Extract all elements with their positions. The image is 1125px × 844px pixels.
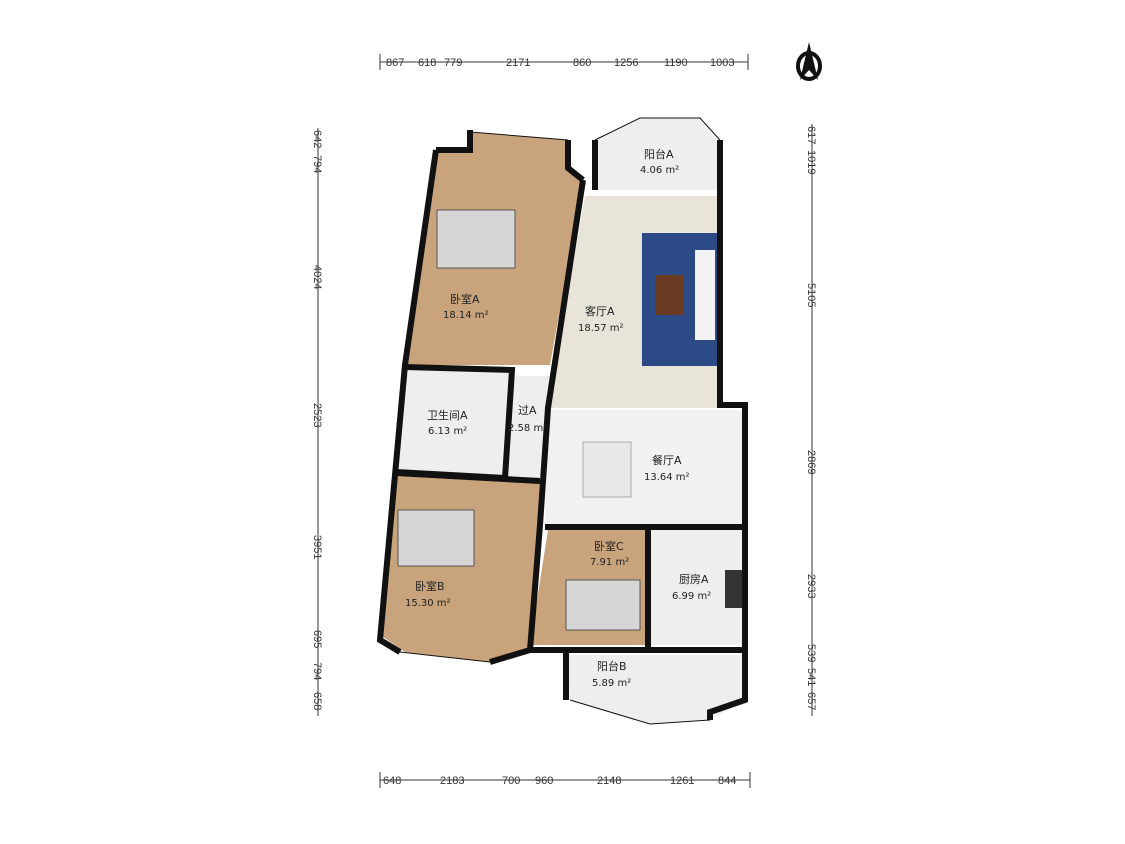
room-name: 阳台B [597, 659, 627, 673]
bottom-dimension-line: 648 2183 700 960 2148 1261 844 [379, 772, 751, 788]
top-dim: 867 [386, 57, 404, 69]
room-floor-balcony-a [595, 118, 720, 190]
room-name: 卧室C [594, 539, 624, 553]
bottom-dim: 960 [535, 775, 553, 787]
room-name: 卫生间A [427, 408, 468, 422]
room-name: 卧室A [450, 292, 480, 306]
bottom-dim: 2183 [440, 775, 464, 787]
top-dim: 860 [573, 57, 591, 69]
room-area: 6.13 m² [428, 426, 467, 437]
left-dim: 794 [311, 662, 323, 680]
bed [436, 209, 516, 269]
room-floor-bedroom-b [380, 475, 540, 662]
right-dim: 5105 [805, 283, 817, 307]
right-dim: 539 [805, 644, 817, 662]
room-name: 过A [518, 404, 537, 417]
left-dim: 642 [311, 130, 323, 148]
room-floor-corridor [507, 376, 550, 478]
room-floor-dining [545, 410, 745, 525]
room-area: 5.89 m² [592, 678, 631, 689]
bottom-dim: 648 [383, 775, 401, 787]
room-floor-bathroom [396, 370, 510, 475]
room-floor-balcony-b [566, 655, 745, 724]
walls [376, 117, 748, 725]
left-dim: 658 [311, 692, 323, 710]
room-name: 阳台A [644, 147, 674, 161]
left-dim: 2523 [311, 403, 323, 427]
stove [725, 570, 742, 608]
sofa [695, 250, 715, 340]
room-area: 6.99 m² [672, 591, 711, 602]
left-dim: 4024 [311, 265, 323, 289]
room-name: 客厅A [585, 304, 615, 318]
right-dimension-line: 617 1019 5105 2869 2933 539 541 657 [805, 124, 817, 716]
bottom-dim: 2148 [597, 775, 621, 787]
right-dim: 1019 [805, 150, 817, 174]
top-dim: 1003 [710, 57, 734, 69]
left-dimension-line: 642 794 4024 2523 3951 695 794 658 [311, 128, 323, 716]
top-dim: 1256 [614, 57, 638, 69]
room-area: 4.06 m² [640, 165, 679, 176]
room-area: 13.64 m² [644, 472, 690, 483]
right-dim: 541 [805, 668, 817, 686]
top-dimension-line: 867 618 779 2171 860 1256 1190 1003 [379, 54, 749, 70]
dining-table [582, 441, 632, 498]
room-name: 卧室B [415, 579, 445, 593]
room-area: 18.14 m² [443, 310, 489, 321]
left-dim: 794 [311, 155, 323, 173]
top-dim: 618 [418, 57, 436, 69]
bottom-dim: 700 [502, 775, 520, 787]
top-dim: 2171 [506, 57, 530, 69]
top-dim: 1190 [664, 57, 688, 69]
room-name: 餐厅A [652, 453, 682, 467]
north-arrow-icon [796, 42, 822, 81]
right-dim: 617 [805, 126, 817, 144]
bottom-dim: 844 [718, 775, 736, 787]
coffee-table [655, 275, 683, 315]
room-area: 2.58 m² [508, 423, 547, 434]
right-dim: 2933 [805, 574, 817, 598]
room-area: 7.91 m² [590, 557, 629, 568]
room-floor-kitchen [651, 530, 745, 645]
room-area: 18.57 m² [578, 323, 624, 334]
bottom-dim: 1261 [670, 775, 694, 787]
left-dim: 3951 [311, 535, 323, 559]
top-dim: 779 [444, 57, 462, 69]
room-area: 15.30 m² [405, 598, 451, 609]
bed [397, 509, 475, 567]
bed [565, 579, 641, 631]
left-dim: 695 [311, 630, 323, 648]
right-dim: 2869 [805, 450, 817, 474]
room-name: 厨房A [679, 573, 709, 586]
right-dim: 657 [805, 692, 817, 710]
